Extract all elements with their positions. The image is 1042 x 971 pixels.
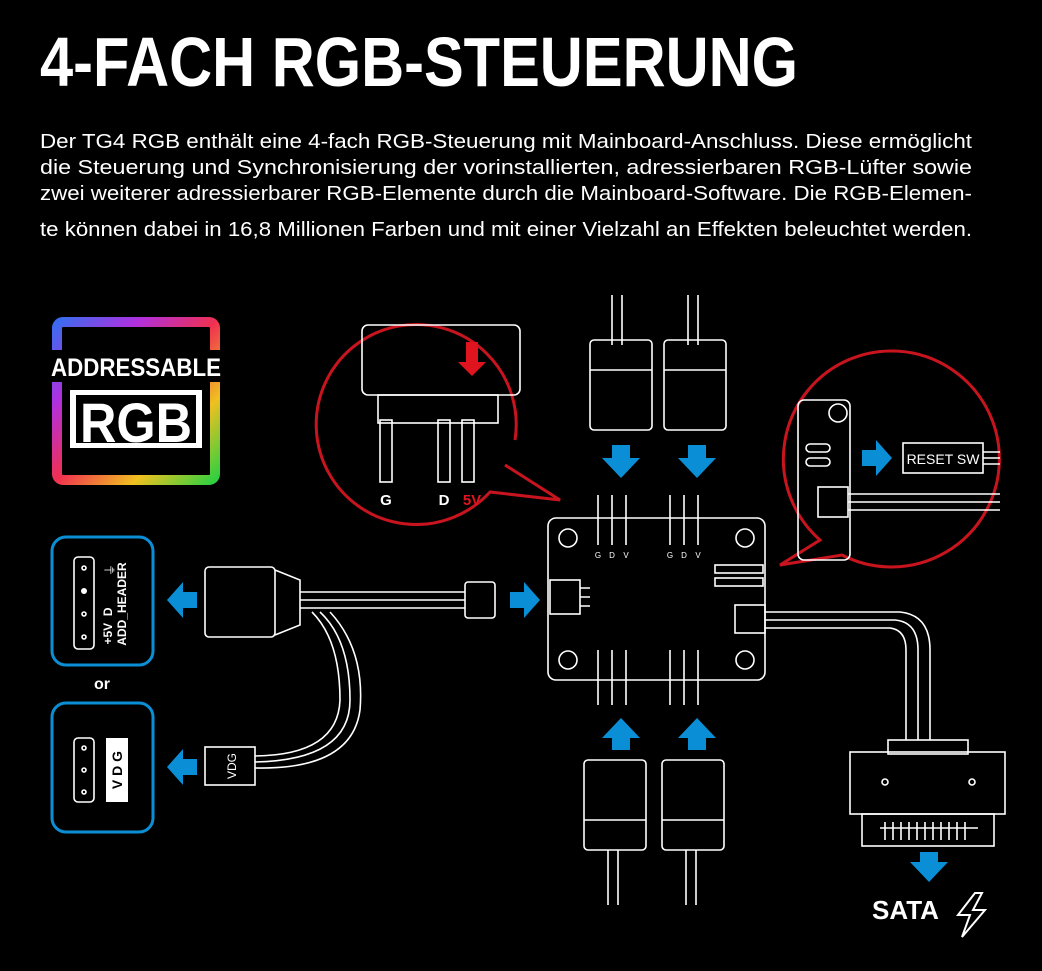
rgb-hub-board: G D V G D V — [547, 495, 931, 740]
vdg-header-box: V D G — [50, 701, 155, 834]
hub-pin-label: V — [695, 551, 701, 560]
blue-down-arrow-icon — [678, 445, 716, 478]
reset-sw-label: RESET SW — [907, 451, 981, 467]
pin-5v-label: 5V — [463, 492, 481, 509]
add-header-box: ⏚ +5V D ADD_HEADER — [50, 535, 155, 667]
zoom-reset-switch: RESET SW — [779, 349, 1001, 569]
description-line: zwei weiterer adressierbarer RGB-Element… — [40, 183, 972, 205]
hub-pin-label: G — [595, 551, 601, 560]
or-label: or — [94, 676, 110, 693]
blue-up-arrow-icon — [602, 718, 640, 750]
hub-pin-label: D — [681, 551, 687, 560]
badge-bottom-text: RGB — [80, 391, 192, 454]
ground-symbol: ⏚ — [103, 564, 117, 576]
red-down-arrow-icon — [458, 342, 486, 376]
badge-top-text: ADDRESSABLE — [51, 354, 221, 382]
sata-label: SATA — [872, 895, 939, 925]
sata-connector: SATA — [849, 739, 1006, 938]
fan-connectors — [583, 295, 727, 905]
lightning-icon — [955, 892, 988, 938]
description: Der TG4 RGB enthält eine 4-fach RGB-Steu… — [40, 131, 972, 241]
description-line: Der TG4 RGB enthält eine 4-fach RGB-Steu… — [40, 131, 972, 153]
blue-arrow-icon — [510, 582, 540, 618]
description-line: te können dabei in 16,8 Millionen Farben… — [40, 219, 972, 241]
hub-pin-label: D — [609, 551, 615, 560]
blue-up-arrow-icon — [678, 718, 716, 750]
blue-down-arrow-icon — [910, 852, 948, 882]
pin-g-label: G — [380, 492, 392, 509]
hub-pin-label: G — [667, 551, 673, 560]
header-pin-labels: +5V D — [101, 607, 115, 644]
blue-down-arrow-icon — [602, 445, 640, 478]
hub-pin-label: V — [623, 551, 629, 560]
vdg-pin-labels: V D G — [109, 751, 125, 789]
page-title: 4-FACH RGB-STEUERUNG — [40, 23, 798, 101]
description-line: die Steuerung und Synchronisierung der v… — [40, 157, 972, 179]
addressable-rgb-badge: ADDRESSABLE RGB — [45, 317, 227, 485]
blue-arrow-icon — [862, 440, 892, 476]
mainboard-cable: VDG — [167, 566, 540, 786]
blue-left-arrow-icon — [167, 582, 197, 618]
zoom-connector-pins: G D 5V — [314, 323, 561, 527]
blue-left-arrow-icon — [167, 749, 197, 785]
pin-d-label: D — [439, 492, 450, 509]
vdg-connector-label: VDG — [225, 753, 239, 779]
add-header-label: ADD_HEADER — [115, 562, 129, 646]
